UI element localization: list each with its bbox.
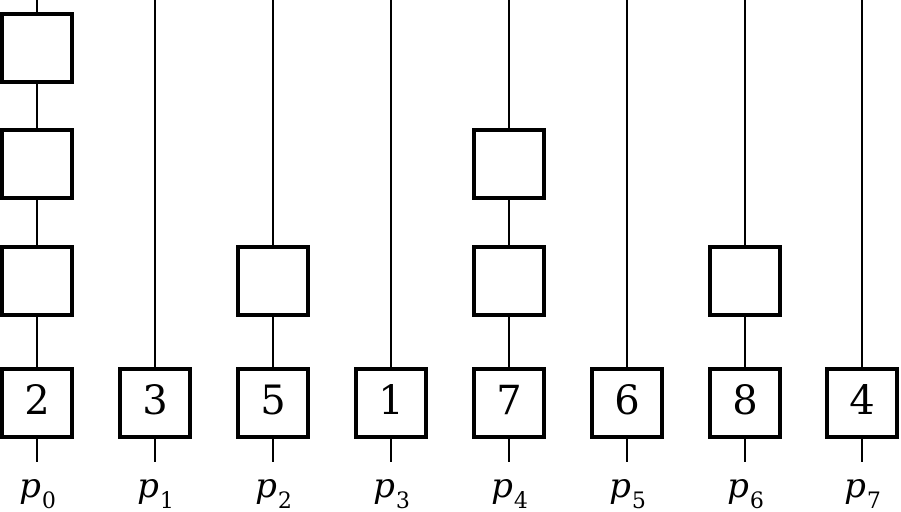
message-box-p6-r3[interactable]: 8 xyxy=(708,367,782,439)
process-label-base: p xyxy=(373,466,395,506)
timeline-line-p4 xyxy=(508,0,510,462)
process-label-p7: p7 xyxy=(802,466,901,512)
process-label-subscript: 2 xyxy=(277,488,292,512)
process-label-subscript: 5 xyxy=(631,488,646,512)
process-label-subscript: 7 xyxy=(866,488,881,512)
message-value: 5 xyxy=(260,378,286,424)
message-box-p4-r3[interactable]: 7 xyxy=(472,367,546,439)
process-label-base: p xyxy=(137,466,159,506)
process-label-subscript: 6 xyxy=(749,488,764,512)
timeline-line-p2 xyxy=(272,0,274,462)
process-label-base: p xyxy=(609,466,631,506)
process-label-subscript: 1 xyxy=(159,488,174,512)
message-value: 2 xyxy=(24,378,50,424)
message-value: 3 xyxy=(142,378,168,424)
process-label-p1: p1 xyxy=(95,466,215,512)
message-box-p5-r3[interactable]: 6 xyxy=(590,367,664,439)
process-label-subscript: 4 xyxy=(513,488,528,512)
empty-message-box-p2-r2[interactable] xyxy=(236,245,310,317)
message-value: 6 xyxy=(614,378,640,424)
process-label-p2: p2 xyxy=(213,466,333,512)
message-box-p1-r3[interactable]: 3 xyxy=(118,367,192,439)
message-box-p3-r3[interactable]: 1 xyxy=(354,367,428,439)
process-label-p4: p4 xyxy=(449,466,569,512)
process-label-subscript: 0 xyxy=(41,488,56,512)
timeline-line-p0 xyxy=(36,0,38,462)
timeline-line-p1 xyxy=(154,0,156,462)
timeline-line-p3 xyxy=(390,0,392,462)
empty-message-box-p0-r0[interactable] xyxy=(0,12,74,84)
empty-message-box-p0-r1[interactable] xyxy=(0,128,74,200)
empty-message-box-p0-r2[interactable] xyxy=(0,245,74,317)
process-label-subscript: 3 xyxy=(395,488,410,512)
message-value: 8 xyxy=(732,378,758,424)
message-box-p0-r3[interactable]: 2 xyxy=(0,367,74,439)
empty-message-box-p4-r2[interactable] xyxy=(472,245,546,317)
process-label-base: p xyxy=(727,466,749,506)
process-label-p5: p5 xyxy=(567,466,687,512)
process-label-base: p xyxy=(255,466,277,506)
timeline-line-p5 xyxy=(626,0,628,462)
process-label-p0: p0 xyxy=(0,466,97,512)
message-box-p2-r3[interactable]: 5 xyxy=(236,367,310,439)
process-label-p6: p6 xyxy=(685,466,805,512)
message-value: 1 xyxy=(378,378,404,424)
timeline-line-p6 xyxy=(744,0,746,462)
message-box-p7-r3[interactable]: 4 xyxy=(825,367,899,439)
process-label-base: p xyxy=(491,466,513,506)
process-label-base: p xyxy=(19,466,41,506)
empty-message-box-p4-r1[interactable] xyxy=(472,128,546,200)
empty-message-box-p6-r2[interactable] xyxy=(708,245,782,317)
message-value: 4 xyxy=(849,378,875,424)
timeline-line-p7 xyxy=(861,0,863,462)
process-label-p3: p3 xyxy=(331,466,451,512)
message-value: 7 xyxy=(496,378,522,424)
process-label-base: p xyxy=(844,466,866,506)
